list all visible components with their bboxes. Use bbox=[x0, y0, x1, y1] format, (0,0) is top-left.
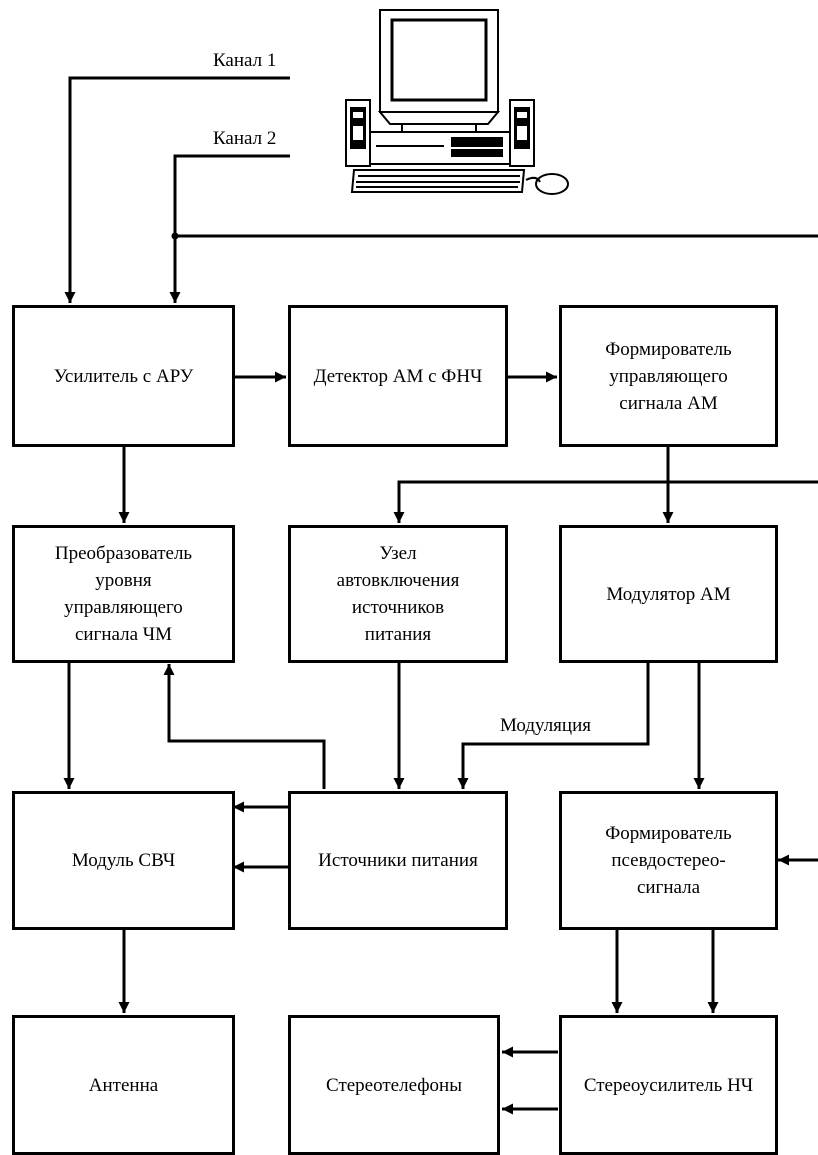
am-modulator-label: Модулятор АМ bbox=[606, 583, 731, 605]
microwave-module-label: Модуль СВЧ bbox=[71, 850, 176, 871]
microwave-module-block: Модуль СВЧ bbox=[12, 791, 235, 930]
stereo-headphones-block: Стереотелефоны bbox=[288, 1015, 500, 1155]
pseudostereo-former-block: Формирователь псевдостерео- сигнала bbox=[559, 791, 778, 930]
auto-power-unit-label: Узел автовключения источников питания bbox=[336, 543, 460, 645]
arrow-power-to-converter bbox=[163, 664, 326, 789]
pseudostereo-former-label: Формирователь псевдостерео- сигнала bbox=[605, 823, 732, 898]
stereo-headphones-label: Стереотелефоны bbox=[326, 1074, 462, 1096]
am-detector-block: Детектор АМ с ФНЧ bbox=[288, 305, 508, 447]
channel2-line bbox=[169, 154, 290, 303]
modulation-label: Модуляция bbox=[500, 715, 592, 736]
am-modulator-block: Модулятор АМ bbox=[559, 525, 778, 663]
power-sources-label: Источники питания bbox=[318, 850, 478, 871]
agc-amplifier-label: Усилитель с АРУ bbox=[53, 365, 194, 387]
arrow-modulation bbox=[457, 663, 650, 789]
channel1-label: Канал 1 bbox=[213, 50, 277, 71]
fm-level-converter-label: Преобразователь уровня управляющего сигн… bbox=[54, 543, 193, 645]
desktop-computer-icon bbox=[345, 9, 569, 195]
auto-power-unit-block: Узел автовключения источников питания bbox=[288, 525, 508, 663]
agc-amplifier-block: Усилитель с АРУ bbox=[12, 305, 235, 447]
junction-dot bbox=[171, 232, 179, 240]
antenna-label: Антенна bbox=[88, 1074, 159, 1096]
channel1-line bbox=[64, 76, 290, 303]
arrow-to-auto-power bbox=[393, 480, 818, 523]
antenna-block: Антенна bbox=[12, 1015, 235, 1155]
stereo-amplifier-label: Стереоусилитель НЧ bbox=[583, 1074, 754, 1096]
am-control-former-block: Формирователь управляющего сигнала АМ bbox=[559, 305, 778, 447]
fm-level-converter-block: Преобразователь уровня управляющего сигн… bbox=[12, 525, 235, 663]
am-detector-label: Детектор АМ с ФНЧ bbox=[313, 365, 483, 387]
stereo-amplifier-block: Стереоусилитель НЧ bbox=[559, 1015, 778, 1155]
power-sources-block: Источники питания bbox=[288, 791, 508, 930]
channel2-label: Канал 2 bbox=[213, 128, 277, 149]
am-control-former-label: Формирователь управляющего сигнала АМ bbox=[605, 338, 732, 414]
